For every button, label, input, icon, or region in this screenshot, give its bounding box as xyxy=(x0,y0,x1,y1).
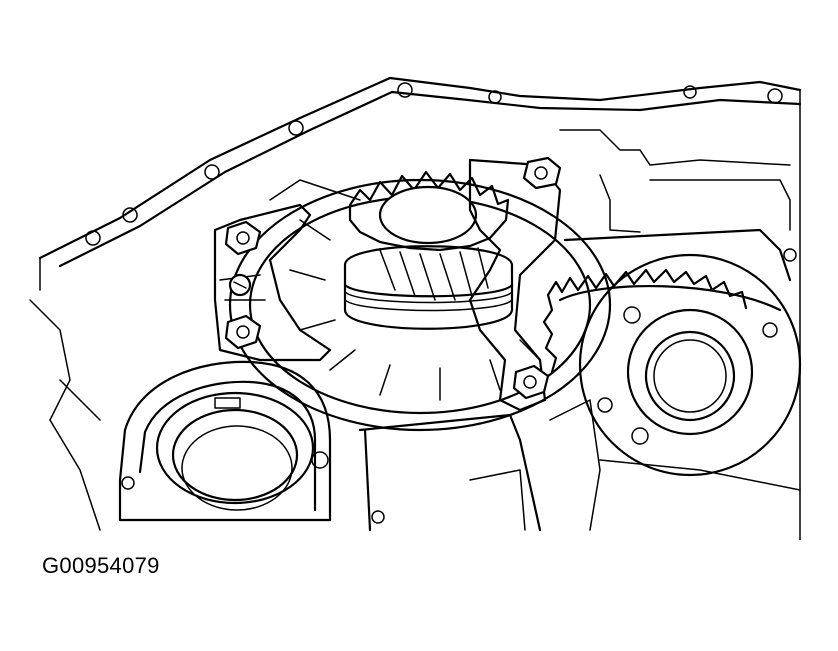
bolt-lower-center xyxy=(512,364,550,400)
figure-code: G00954079 xyxy=(42,553,160,578)
bolt-hole-5 xyxy=(397,82,413,98)
bolt-hole-7 xyxy=(683,85,697,99)
left-side-bearing-retainer xyxy=(118,360,332,522)
bolt-upper-right xyxy=(522,156,562,190)
bolt-hole-4 xyxy=(288,120,304,136)
bolt-hole-1 xyxy=(85,230,101,246)
bolt-hole-8 xyxy=(767,88,783,104)
bolt-hole-10 xyxy=(631,427,649,445)
bolt-small-left xyxy=(228,273,252,297)
bolt-hole-12 xyxy=(121,476,135,490)
bolt-hole-9 xyxy=(783,248,797,262)
drive-pinion-gear xyxy=(343,170,514,330)
bolt-hole-13 xyxy=(371,510,385,524)
bolt-middle-left xyxy=(224,314,262,350)
case-flange-outline xyxy=(29,76,802,540)
bolt-hole-3 xyxy=(204,164,220,180)
transaxle-case-illustration xyxy=(29,76,802,540)
right-side-bearing xyxy=(578,253,802,477)
bolt-upper-left xyxy=(224,220,262,256)
case-webbing xyxy=(49,129,801,532)
bolt-hole-2 xyxy=(122,207,138,223)
ring-gear xyxy=(542,228,792,374)
flange-bolt-holes xyxy=(85,82,797,524)
bolt-hole-11 xyxy=(597,397,613,413)
bolts xyxy=(224,156,562,400)
bolt-hole-6 xyxy=(488,90,502,104)
